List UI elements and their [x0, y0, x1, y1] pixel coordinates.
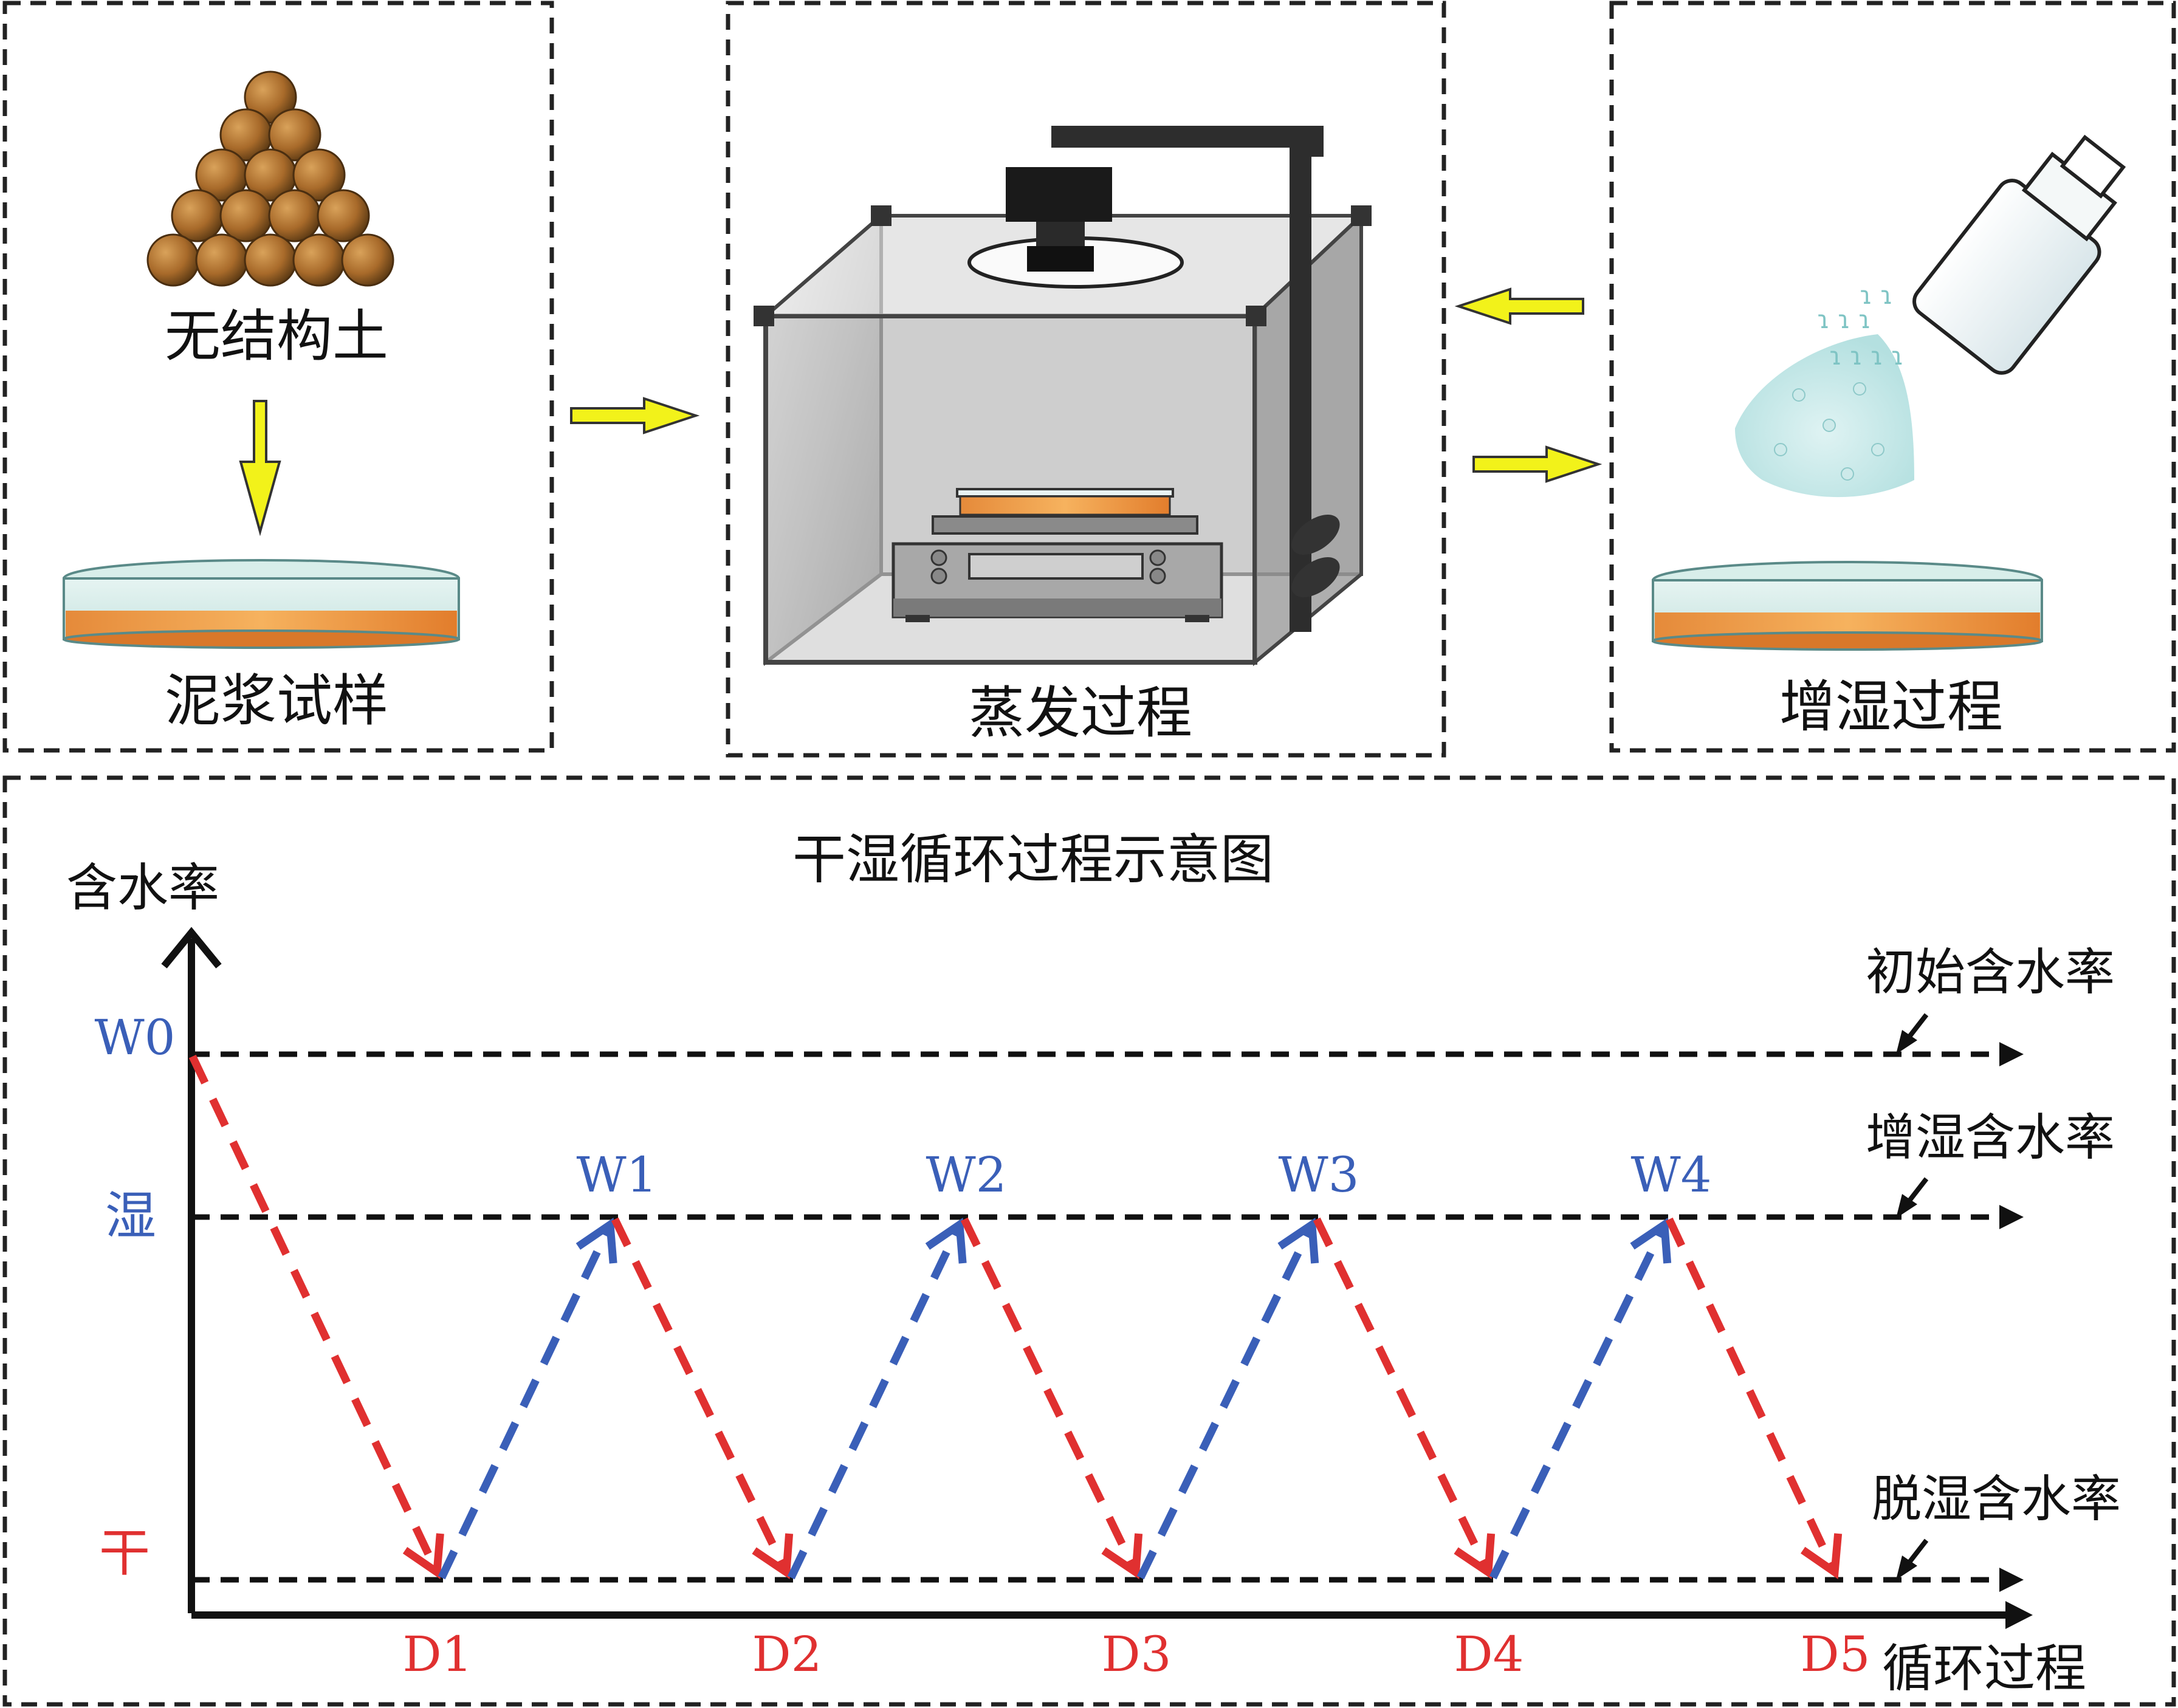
drying-moisture-line-arrowhead [1999, 1568, 2024, 1592]
label-pointer-arrows [1896, 1013, 1929, 1580]
wetting-segment [1136, 1217, 1319, 1580]
cycle-diagram-frame [2, 775, 2176, 1707]
trough-labels: D1 D2 D3 D4 D5 [402, 1626, 1870, 1682]
svg-text:ɿ ɿ ɿ ɿ: ɿ ɿ ɿ ɿ [1829, 343, 1904, 371]
soil-pile-illustration [146, 70, 394, 287]
wet-level-label: 湿 [105, 1186, 156, 1246]
left-arrow-to-evaporation [1454, 287, 1584, 325]
wetting-segment [1489, 1217, 1672, 1580]
x-axis-label: 循环过程 [1882, 1639, 2086, 1698]
x-axis-arrowhead [2005, 1601, 2033, 1629]
wetting-moisture-label: 增湿含水率 [1866, 1109, 2115, 1167]
cycle-diagram-title: 干湿循环过程示意图 [792, 828, 1274, 891]
down-arrow [239, 400, 281, 537]
slurry-dish-illustration [63, 559, 460, 649]
peak-label: W3 [1278, 1147, 1359, 1203]
trough-label: D2 [752, 1626, 822, 1682]
trough-label: D1 [402, 1626, 472, 1682]
dry-level-label: 干 [99, 1523, 150, 1583]
initial-moisture-line-arrowhead [1999, 1042, 2024, 1066]
w0-level-label: W0 [94, 1009, 175, 1066]
peak-label: W2 [926, 1147, 1006, 1203]
y-axis-label: 含水率 [66, 858, 219, 917]
initial-moisture-label: 初始含水率 [1866, 944, 2115, 1001]
cycle-diagram: 干湿循环过程示意图 含水率 循环过程 W0 湿 干 初始含水率 增湿含水率 脱湿… [2, 775, 2176, 1707]
spray-bottle-illustration [1912, 134, 2126, 375]
soil-label: 无结构土 [165, 304, 388, 369]
humidification-frame [1609, 1, 2176, 753]
water-spray-illustration: ɿ ɿ ɿ ɿ ɿ ɿ ɿ ɿ ɿ [1735, 282, 1914, 498]
evaporation-label: 蒸发过程 [969, 681, 1192, 746]
right-arrow-to-evaporation [570, 397, 700, 434]
trough-label: D3 [1101, 1626, 1171, 1682]
drying-moisture-label: 脱湿含水率 [1872, 1470, 2121, 1528]
peak-label: W4 [1630, 1147, 1711, 1203]
drying-segment [1665, 1217, 1843, 1580]
humidification-panel: ɿ ɿ ɿ ɿ ɿ ɿ ɿ ɿ ɿ 增湿过程 [1609, 1, 2176, 753]
wetting-moisture-line-arrowhead [1999, 1205, 2024, 1229]
drying-segment [611, 1217, 794, 1580]
humidification-label: 增湿过程 [1779, 674, 2003, 739]
wetting-segment [438, 1217, 617, 1580]
evaporation-frame [726, 1, 1446, 758]
wetting-segment [787, 1217, 967, 1580]
trough-label: D5 [1800, 1626, 1870, 1682]
svg-text:ɿ ɿ: ɿ ɿ [1860, 282, 1893, 310]
drying-segment [188, 1054, 444, 1580]
svg-text:ɿ ɿ ɿ: ɿ ɿ ɿ [1817, 306, 1871, 334]
y-axis-arrowhead [161, 927, 222, 969]
drying-segment [960, 1217, 1143, 1580]
evaporation-panel: 蒸发过程 [726, 1, 1446, 758]
sample-prep-frame [2, 1, 554, 753]
cycle-paths [188, 1054, 1843, 1580]
slurry-label: 泥浆试样 [165, 668, 388, 733]
right-arrow-to-humidification [1472, 445, 1603, 483]
trough-label: D4 [1454, 1626, 1524, 1682]
reference-lines [191, 1042, 2024, 1592]
peak-label: W1 [576, 1147, 657, 1203]
sample-prep-panel: 无结构土 泥浆试样 [2, 1, 554, 753]
humidified-dish-illustration [1652, 561, 2043, 651]
evaporation-chamber-illustration [754, 126, 1372, 667]
drying-segment [1313, 1217, 1496, 1580]
peak-labels: W1 W2 W3 W4 [576, 1147, 1711, 1203]
